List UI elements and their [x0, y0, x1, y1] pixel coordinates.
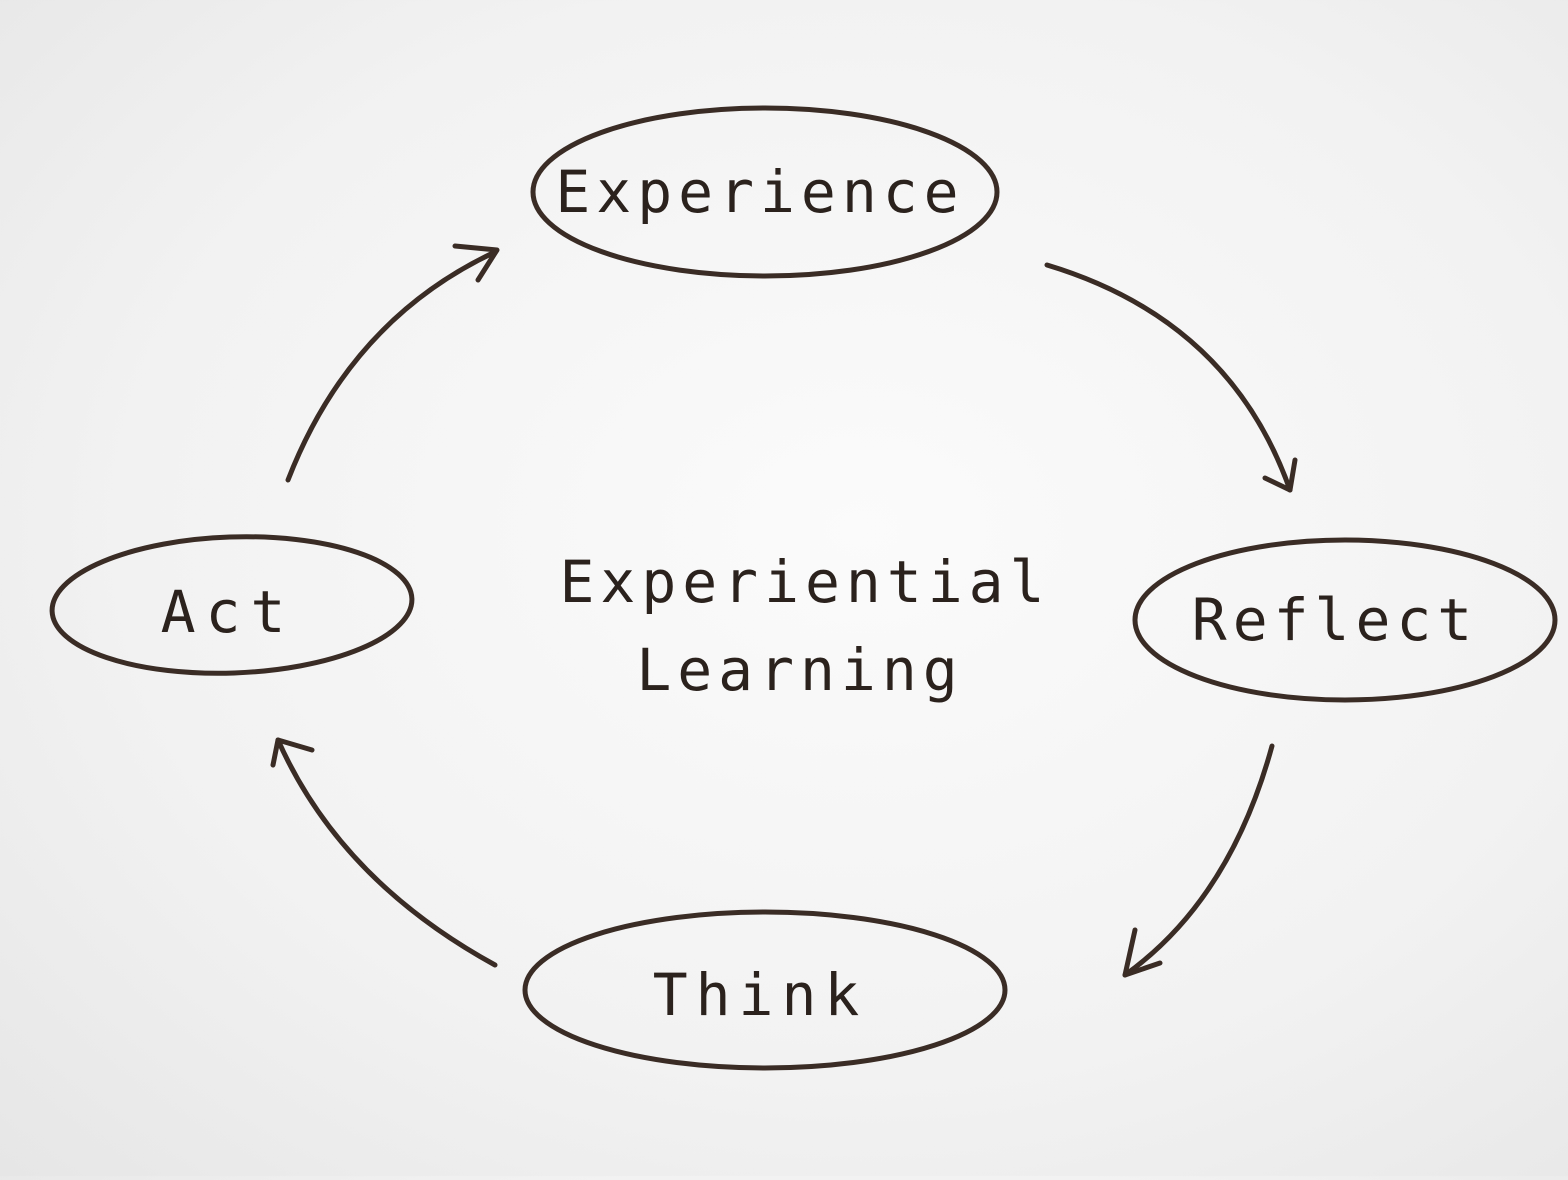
reflect-node [1132, 537, 1558, 703]
act-node [49, 534, 415, 676]
arrow-think-to-act [270, 737, 498, 968]
experience-label: Experience [555, 158, 964, 226]
act-label: Act [161, 578, 296, 646]
arrow-experience-to-reflect [1044, 262, 1298, 493]
arrow-act-to-experience [285, 243, 500, 483]
center-title-line-2: Learning [636, 636, 963, 704]
arrow-reflect-to-think [1122, 743, 1275, 978]
think-node [522, 909, 1008, 1071]
experience-node [530, 105, 1000, 279]
reflect-label: Reflect [1192, 586, 1478, 654]
think-label: Think [653, 961, 868, 1029]
center-title-line-1: Experiential [559, 548, 1050, 616]
